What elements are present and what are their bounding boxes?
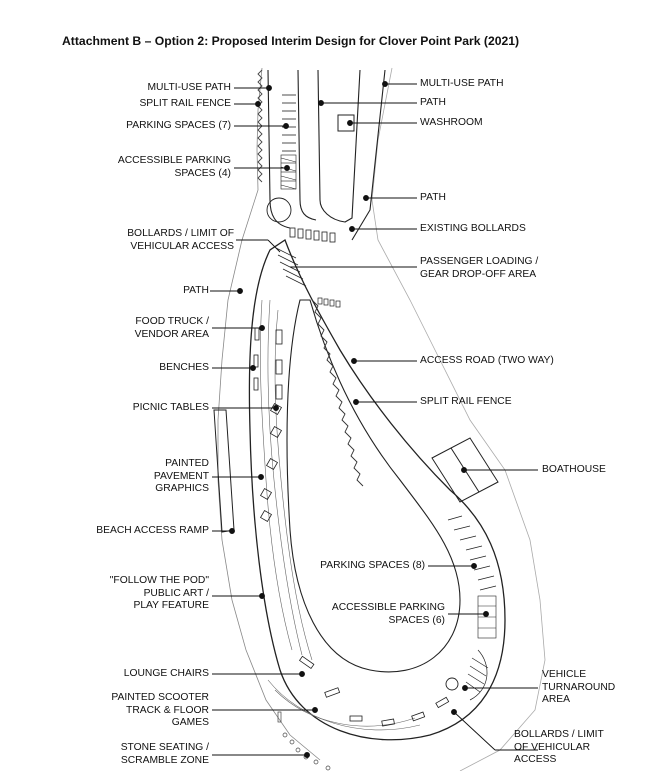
label-follow-the-pod: "FOLLOW THE POD" PUBLIC ART / PLAY FEATU… xyxy=(110,575,209,613)
label-line: ACCESSIBLE PARKING xyxy=(117,155,231,166)
accessible-spaces-north xyxy=(280,154,297,190)
label-line: ACCESSIBLE PARKING xyxy=(331,602,445,613)
left-shoreline xyxy=(217,67,321,761)
bollard-row-north xyxy=(289,227,336,243)
accessible-spaces-east xyxy=(477,595,497,639)
label-accessible-parking-4: ACCESSIBLE PARKING SPACES (4) xyxy=(118,155,231,180)
label-line: BOLLARDS / LIMIT OF xyxy=(127,228,234,239)
label-line: "FOLLOW THE POD" xyxy=(109,575,209,586)
label-beach-access-ramp: BEACH ACCESS RAMP xyxy=(96,525,209,536)
label-path-top-right: PATH xyxy=(420,97,446,108)
label-line: AREA xyxy=(542,694,571,705)
label-passenger-loading: PASSENGER LOADING / GEAR DROP-OFF AREA xyxy=(420,256,538,281)
label-line: SPACES (4) xyxy=(174,167,231,179)
label-washroom: WASHROOM xyxy=(420,117,483,128)
label-scooter-track: PAINTED SCOOTER TRACK & FLOOR GAMES xyxy=(111,692,209,730)
label-line: GRAPHICS xyxy=(155,483,209,494)
north-path-left xyxy=(267,69,291,229)
label-food-truck: FOOD TRUCK / VENDOR AREA xyxy=(135,316,209,341)
stone-seating xyxy=(277,711,331,771)
label-line: GEAR DROP-OFF AREA xyxy=(420,268,537,280)
bollard-row-loading xyxy=(317,297,341,308)
label-picnic-tables: PICNIC TABLES xyxy=(132,402,209,413)
label-vehicle-turnaround: VEHICLE TURNAROUND AREA xyxy=(542,669,615,707)
label-line: PUBLIC ART / xyxy=(143,587,209,599)
parking-stripes-east xyxy=(447,515,497,591)
north-road-right xyxy=(317,69,361,223)
label-stone-seating: STONE SEATING / SCRAMBLE ZONE xyxy=(121,742,209,767)
label-line: PAINTED SCOOTER xyxy=(111,692,209,703)
contour-lines xyxy=(260,299,421,731)
label-line: GAMES xyxy=(171,717,209,728)
label-access-road: ACCESS ROAD (TWO WAY) xyxy=(420,355,554,366)
label-accessible-parking-6: ACCESSIBLE PARKING SPACES (6) xyxy=(332,602,445,627)
label-line: SPACES (6) xyxy=(388,614,445,626)
label-painted-pavement: PAINTED PAVEMENT GRAPHICS xyxy=(154,458,209,496)
inner-lawn xyxy=(286,299,461,673)
vehicle-turnaround-hatch xyxy=(465,649,489,701)
label-line: ACCESS xyxy=(514,754,557,765)
label-line: TURNAROUND xyxy=(542,681,616,693)
page-title: Attachment B – Option 2: Proposed Interi… xyxy=(62,34,520,48)
split-rail-fence-line xyxy=(311,299,364,487)
label-line: TRACK & FLOOR xyxy=(126,704,209,716)
label-line: PASSENGER LOADING / xyxy=(420,256,539,267)
label-path-left: PATH xyxy=(183,285,209,296)
label-parking-spaces-7: PARKING SPACES (7) xyxy=(126,120,231,131)
label-line: SCRAMBLE ZONE xyxy=(120,754,209,766)
label-benches: BENCHES xyxy=(159,362,209,373)
north-road-left xyxy=(297,69,317,221)
west-furniture xyxy=(253,327,283,523)
label-parking-spaces-8: PARKING SPACES (8) xyxy=(320,560,425,571)
label-path-right: PATH xyxy=(420,192,446,203)
parking-stripes-north xyxy=(282,94,296,152)
leader-lines-left xyxy=(210,85,318,758)
label-existing-bollards: EXISTING BOLLARDS xyxy=(420,223,526,234)
label-split-rail-fence-right: SPLIT RAIL FENCE xyxy=(420,396,512,407)
label-line: FOOD TRUCK / xyxy=(135,316,209,327)
south-furniture xyxy=(298,655,450,727)
label-line: PAVEMENT xyxy=(153,470,209,482)
label-boathouse: BOATHOUSE xyxy=(542,464,606,475)
label-bollards-top: BOLLARDS / LIMIT OF VEHICULAR ACCESS xyxy=(127,228,234,253)
label-line: OF VEHICULAR xyxy=(514,741,591,753)
label-multi-use-path-left: MULTI-USE PATH xyxy=(147,82,231,93)
label-line: PLAY FEATURE xyxy=(133,600,209,611)
beach-access-ramp xyxy=(213,409,235,533)
label-line: PAINTED xyxy=(165,458,209,469)
label-line: VEHICULAR ACCESS xyxy=(130,240,234,252)
label-multi-use-path-right: MULTI-USE PATH xyxy=(420,78,504,89)
label-lounge-chairs: LOUNGE CHAIRS xyxy=(123,668,209,679)
turnaround-island xyxy=(445,677,459,691)
park-outer-boundary xyxy=(248,239,506,741)
label-split-rail-fence-top: SPLIT RAIL FENCE xyxy=(139,98,231,109)
label-line: BOLLARDS / LIMIT xyxy=(514,729,604,740)
right-shoreline xyxy=(371,67,546,771)
north-roundabout xyxy=(266,197,292,223)
label-bollards-bottom: BOLLARDS / LIMIT OF VEHICULAR ACCESS xyxy=(514,729,604,767)
label-line: VEHICLE xyxy=(542,669,587,680)
label-line: VENDOR AREA xyxy=(134,328,209,340)
label-line: STONE SEATING / xyxy=(120,742,209,753)
north-path-right xyxy=(351,69,386,241)
leader-lines-right xyxy=(290,81,538,751)
